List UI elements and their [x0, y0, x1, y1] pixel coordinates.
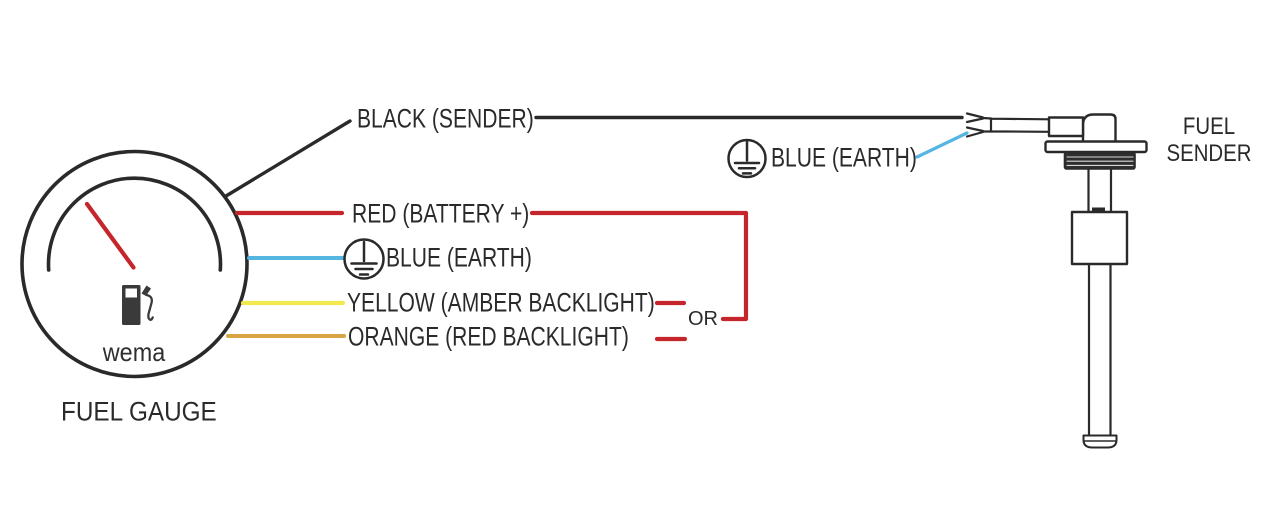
fuel-sender-caption-line1: FUEL [1182, 113, 1236, 140]
fuel-sender-figure [965, 112, 1148, 449]
sender-terminal-fork-top [965, 112, 993, 124]
wire-blue-sender-diagonal [915, 131, 969, 159]
sender-shaft-nub [1092, 207, 1105, 212]
yellow-backlight-label: YELLOW (AMBER BACKLIGHT) [347, 287, 655, 318]
sender-cable [989, 117, 1051, 133]
red-battery-label: RED (BATTERY +) [352, 198, 530, 229]
fuel-gauge-caption: FUEL GAUGE [61, 396, 217, 427]
sender-shaft-lower [1087, 262, 1112, 438]
gauge-outer-ring [20, 149, 249, 379]
sender-terminal-fork-bottom [965, 126, 993, 138]
or-label: OR [688, 308, 718, 330]
sender-earth-symbol-icon [727, 138, 767, 179]
fuel-pump-icon [122, 285, 154, 325]
sender-connector [1047, 116, 1085, 138]
earth-symbol-icon [343, 238, 385, 280]
fuel-sender-caption-line2: SENDER [1166, 140, 1252, 167]
fuel-sender-caption: FUEL SENDER [1166, 113, 1251, 167]
sender-thread-band [1063, 151, 1136, 170]
orange-backlight-label: ORANGE (RED BACKLIGHT) [348, 321, 629, 352]
gauge-needle [84, 201, 136, 270]
black-sender-label: BLACK (SENDER) [357, 103, 534, 134]
gauge-dial-arc [46, 176, 223, 272]
wire-red-run [529, 210, 749, 322]
fuel-gauge-figure [20, 149, 249, 379]
blue-earth-label: BLUE (EARTH) [386, 242, 532, 273]
sender-elbow-boot [1081, 113, 1117, 143]
sender-blue-earth-label: BLUE (EARTH) [771, 142, 917, 173]
sender-shaft-upper [1087, 168, 1113, 214]
wema-brand-label: wema [102, 337, 166, 367]
sender-flange [1044, 140, 1148, 154]
wire-black-diagonal [224, 119, 352, 198]
sender-float [1070, 210, 1129, 266]
